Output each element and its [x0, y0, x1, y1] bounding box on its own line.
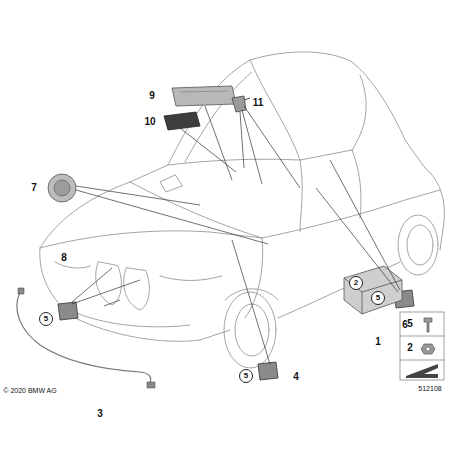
callout-circle: 5	[39, 312, 53, 326]
callout-number: 8	[61, 253, 67, 263]
callout-number: 3	[97, 409, 103, 419]
caption-note: 512108	[418, 385, 441, 392]
callout-number: 5	[44, 315, 48, 323]
callout-circle: 5	[371, 291, 385, 305]
callout-number: 10	[144, 117, 155, 127]
callout-number: 11	[253, 98, 264, 108]
callout-number: 2	[354, 279, 358, 287]
caption-note: © 2020 BMW AG	[3, 387, 56, 394]
callout-number: 5	[407, 319, 413, 329]
callout-number: 9	[149, 91, 155, 101]
callout-number: 6	[402, 320, 408, 330]
callout-circle: 5	[239, 369, 253, 383]
callout-circle: 2	[349, 276, 363, 290]
callout-number: 5	[244, 372, 248, 380]
callout-number: 5	[376, 294, 380, 302]
callout-number: 4	[293, 372, 299, 382]
callout-number: 2	[407, 343, 413, 353]
callout-number: 7	[31, 183, 37, 193]
callout-number: 1	[375, 337, 381, 347]
